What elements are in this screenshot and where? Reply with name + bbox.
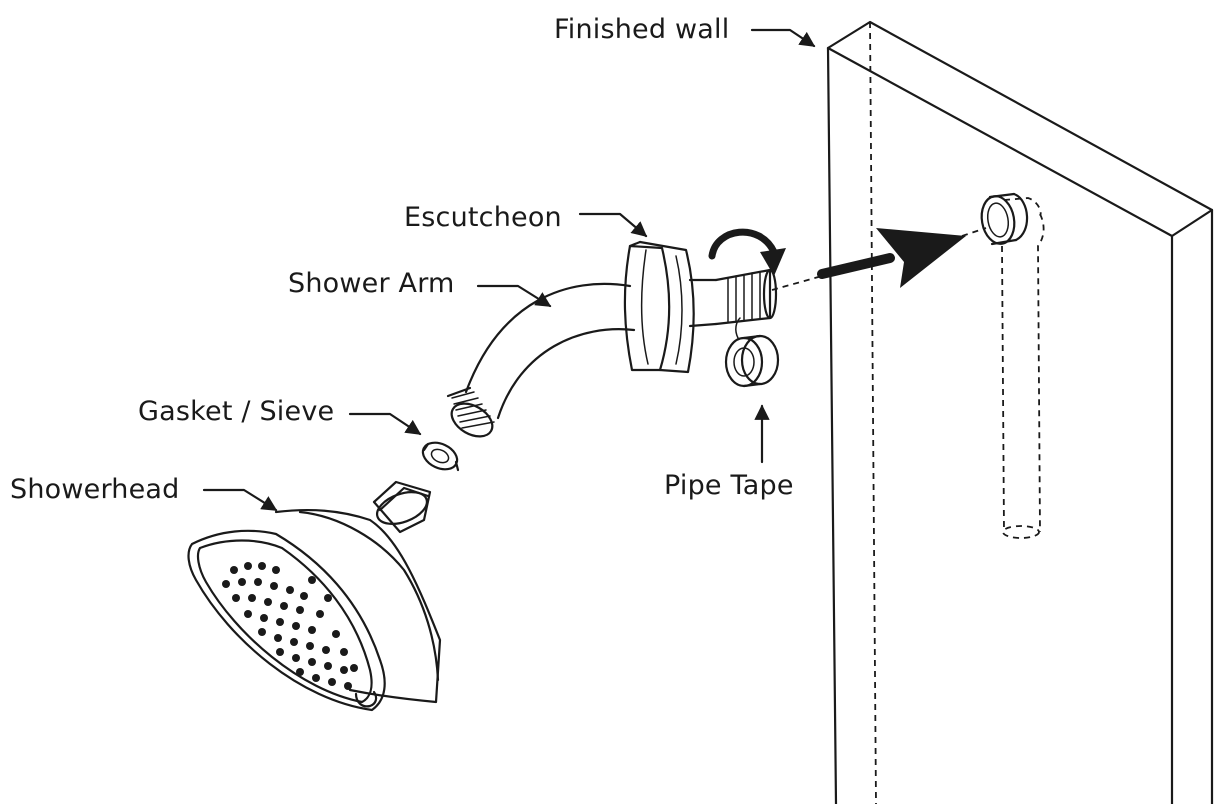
pipe-tape-roll	[724, 317, 780, 388]
spray-nozzles	[222, 562, 358, 690]
label-escutcheon: Escutcheon	[404, 202, 562, 233]
label-pipe-tape: Pipe Tape	[664, 470, 794, 501]
label-shower-arm: Shower Arm	[288, 268, 455, 299]
label-showerhead: Showerhead	[10, 474, 180, 505]
escutcheon-plate	[623, 240, 695, 374]
wall-supply-pipe	[980, 192, 1045, 539]
leader-lines	[202, 28, 816, 512]
label-finished-wall: Finished wall	[554, 14, 730, 45]
rotation-arrow-icon	[708, 228, 786, 276]
finished-wall	[826, 20, 1214, 806]
install-direction-arrow	[771, 227, 987, 291]
showerhead	[187, 480, 442, 712]
label-gasket-sieve: Gasket / Sieve	[138, 396, 335, 427]
gasket-sieve	[421, 441, 460, 472]
